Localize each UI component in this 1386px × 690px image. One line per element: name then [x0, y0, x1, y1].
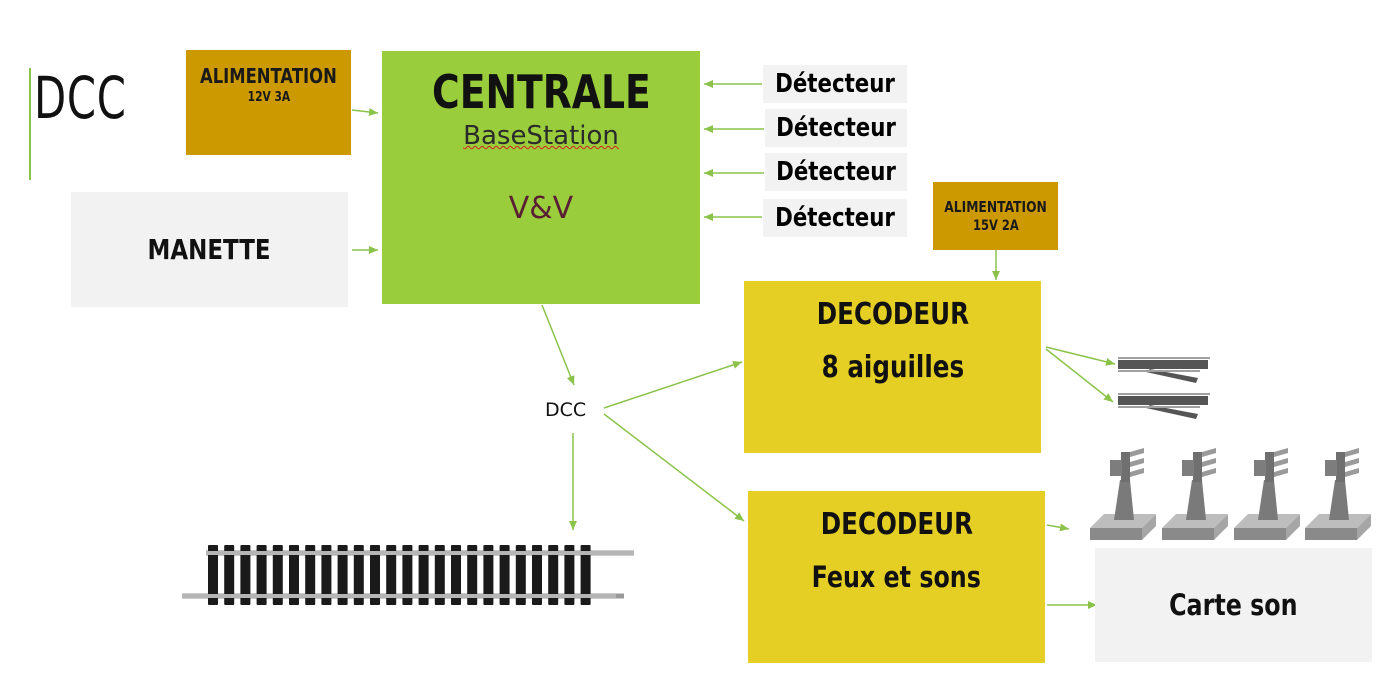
controller-box: MANETTE: [71, 192, 348, 307]
signal-decoder-subtitle: Feux et sons: [811, 560, 982, 594]
signal-mast-icon: [1090, 448, 1156, 540]
arrow-central-to-dcc: [541, 304, 575, 386]
arrow-decoder-to-turnout-2: [1045, 348, 1114, 403]
turnout-decoder: DECODEUR 8 aiguilles: [744, 281, 1041, 453]
turnout-decoder-title: DECODEUR: [816, 297, 969, 332]
arrow-dcc-to-turnout-decoder: [603, 361, 743, 409]
signal-mast-icon: [1305, 448, 1371, 540]
power-supply-15v-title: ALIMENTATION: [944, 198, 1047, 216]
signal-decoder: DECODEUR Feux et sons: [748, 491, 1045, 663]
sound-card-box: Carte son: [1095, 548, 1372, 662]
power-supply-12v-title: ALIMENTATION: [200, 64, 337, 88]
central-title: CENTRALE: [431, 65, 651, 119]
detector-label: Détecteur: [775, 203, 895, 233]
detector-3: Détecteur: [765, 153, 907, 191]
arrow-decoder-to-turnout-1: [1045, 346, 1116, 366]
detector-label: Détecteur: [776, 157, 896, 187]
dcc-bus-label: DCC: [545, 399, 587, 421]
arrow-dcc-to-signal-decoder: [603, 413, 745, 522]
detector-label: Détecteur: [776, 113, 896, 143]
central-subtitle: BaseStation: [463, 121, 619, 151]
arrow-power-to-central: [351, 107, 379, 116]
railroad-track-icon: [182, 545, 634, 605]
signal-mast-icon: [1234, 448, 1300, 540]
controller-label: MANETTE: [147, 233, 272, 266]
power-supply-15v: ALIMENTATION 15V 2A: [933, 182, 1058, 250]
arrow-decoder-to-signals: [1046, 523, 1070, 532]
turnout-decoder-subtitle: 8 aiguilles: [821, 350, 964, 385]
detector-4: Détecteur: [763, 199, 907, 237]
page-title: DCC: [34, 64, 127, 132]
turnout-track-icon: [1118, 393, 1210, 419]
sound-card-label: Carte son: [1169, 588, 1298, 622]
detector-label: Détecteur: [775, 69, 895, 99]
detector-2: Détecteur: [765, 109, 907, 147]
power-supply-12v-spec: 12V 3A: [247, 90, 290, 105]
signal-group: [1090, 448, 1371, 540]
power-supply-12v: ALIMENTATION 12V 3A: [186, 50, 351, 155]
signal-decoder-title: DECODEUR: [820, 507, 973, 542]
detector-1: Détecteur: [763, 65, 907, 103]
central-station: CENTRALE BaseStation V&V: [382, 51, 700, 304]
signal-mast-icon: [1162, 448, 1228, 540]
turnout-track-icon: [1118, 357, 1210, 383]
power-supply-15v-spec: 15V 2A: [972, 218, 1019, 234]
central-brand: V&V: [508, 191, 574, 226]
title-accent-bar: [29, 68, 31, 180]
